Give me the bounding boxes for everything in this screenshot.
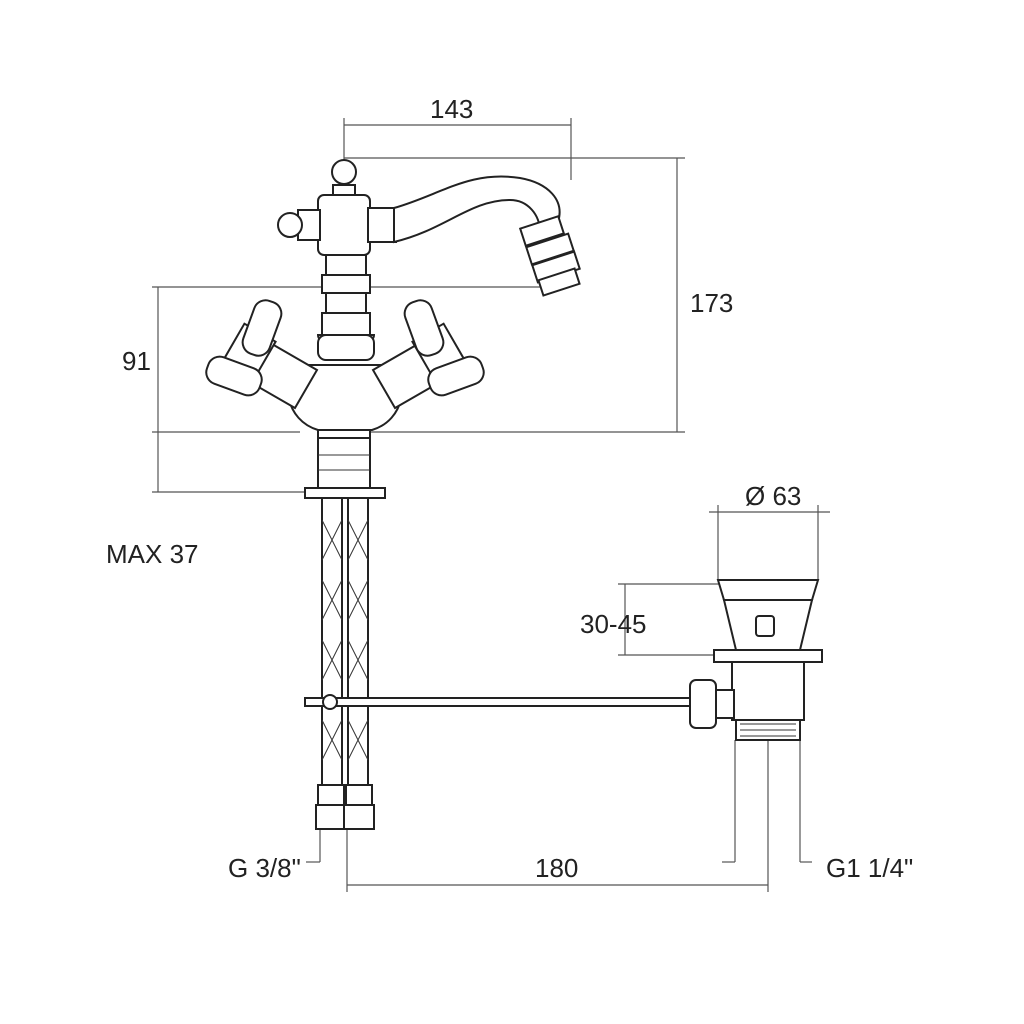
dim-max-deck: MAX 37 — [106, 539, 199, 569]
dim-drain-range: 30-45 — [580, 609, 647, 639]
dim-hose-thread: G 3/8" — [228, 853, 301, 883]
dim-spout-reach: 143 — [430, 94, 473, 124]
dim-hose-to-drain: 180 — [535, 853, 578, 883]
bidet-mixer-drawing — [205, 159, 706, 830]
dim-handle-height: 91 — [122, 346, 151, 376]
dim-drain-diameter: Ø 63 — [745, 481, 801, 511]
dim-drain-thread: G1 1/4" — [826, 853, 913, 883]
pop-up-waste-drawing — [689, 579, 823, 741]
dim-overall-height: 173 — [690, 288, 733, 318]
dimension-lines — [152, 118, 830, 892]
